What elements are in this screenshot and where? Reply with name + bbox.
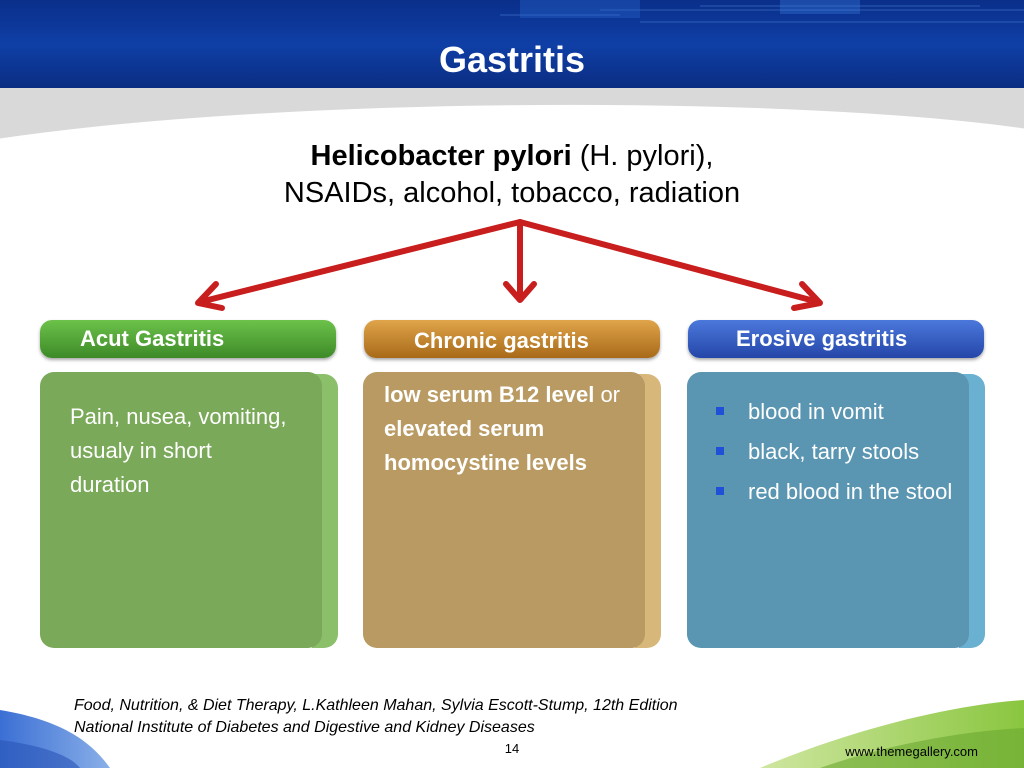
header-decoration xyxy=(500,0,1024,23)
bullet-text: red blood in the stool xyxy=(748,479,953,504)
causes-h-pylori-abbrev: (H. pylori), xyxy=(571,140,714,172)
acute-gastritis-text: Pain, nusea, vomiting, usualy in short d… xyxy=(70,404,287,497)
acute-box-front xyxy=(40,372,322,648)
header-banner xyxy=(0,0,1024,90)
acute-gastritis-label-text: Acut Gastritis xyxy=(80,326,225,351)
erosive-gastritis-text: blood in vomit black, tarry stools red b… xyxy=(712,395,962,515)
erosive-bullet-list: blood in vomit black, tarry stools red b… xyxy=(712,395,962,509)
chronic-gastritis-label: Chronic gastritis xyxy=(364,320,660,358)
list-item: red blood in the stool xyxy=(712,475,962,509)
arrow-right xyxy=(517,219,821,305)
erosive-box-front xyxy=(687,372,969,648)
page-number: 14 xyxy=(504,741,520,756)
bullet-square-icon xyxy=(716,447,724,455)
references: Food, Nutrition, & Diet Therapy, L.Kathl… xyxy=(74,695,678,739)
causes-line-2: NSAIDs, alcohol, tobacco, radiation xyxy=(283,177,741,209)
erosive-gastritis-box xyxy=(687,360,985,648)
bullet-text: blood in vomit xyxy=(748,399,884,424)
chronic-text-bold-1: low serum B12 level xyxy=(384,382,595,407)
chronic-text-plain: or xyxy=(594,382,621,407)
arrow-left xyxy=(197,219,523,305)
bullet-square-icon xyxy=(716,487,724,495)
cause-arrows xyxy=(195,219,823,311)
causes-h-pylori: Helicobacter pylori xyxy=(310,140,572,172)
acute-gastritis-label: Acut Gastritis xyxy=(40,320,336,358)
website-url: www.themegallery.com xyxy=(845,744,978,759)
causes-line-1: Helicobacter pylori (H. pylori), xyxy=(0,138,1024,175)
list-item: black, tarry stools xyxy=(712,435,962,469)
header-swoosh xyxy=(0,88,1024,142)
reference-line-2: National Institute of Diabetes and Diges… xyxy=(74,719,535,736)
slide-title: Gastritis xyxy=(438,39,586,80)
acute-gastritis-box xyxy=(40,360,338,648)
list-item: blood in vomit xyxy=(712,395,962,429)
chronic-gastritis-box xyxy=(363,360,661,648)
chronic-gastritis-label-text: Chronic gastritis xyxy=(414,328,589,353)
reference-line-1: Food, Nutrition, & Diet Therapy, L.Kathl… xyxy=(74,697,678,714)
erosive-gastritis-label-text: Erosive gastritis xyxy=(736,326,908,351)
footer-wave xyxy=(0,700,1024,768)
chronic-text-bold-2: elevated serum homocystine levels xyxy=(384,416,587,475)
erosive-gastritis-label: Erosive gastritis xyxy=(688,320,984,358)
bullet-text: black, tarry stools xyxy=(748,439,920,464)
bullet-square-icon xyxy=(716,407,724,415)
causes-text: Helicobacter pylori (H. pylori), NSAIDs,… xyxy=(0,138,1024,212)
chronic-box-front xyxy=(363,372,645,648)
chronic-gastritis-text: low serum B12 level or elevated serum ho… xyxy=(384,378,624,480)
